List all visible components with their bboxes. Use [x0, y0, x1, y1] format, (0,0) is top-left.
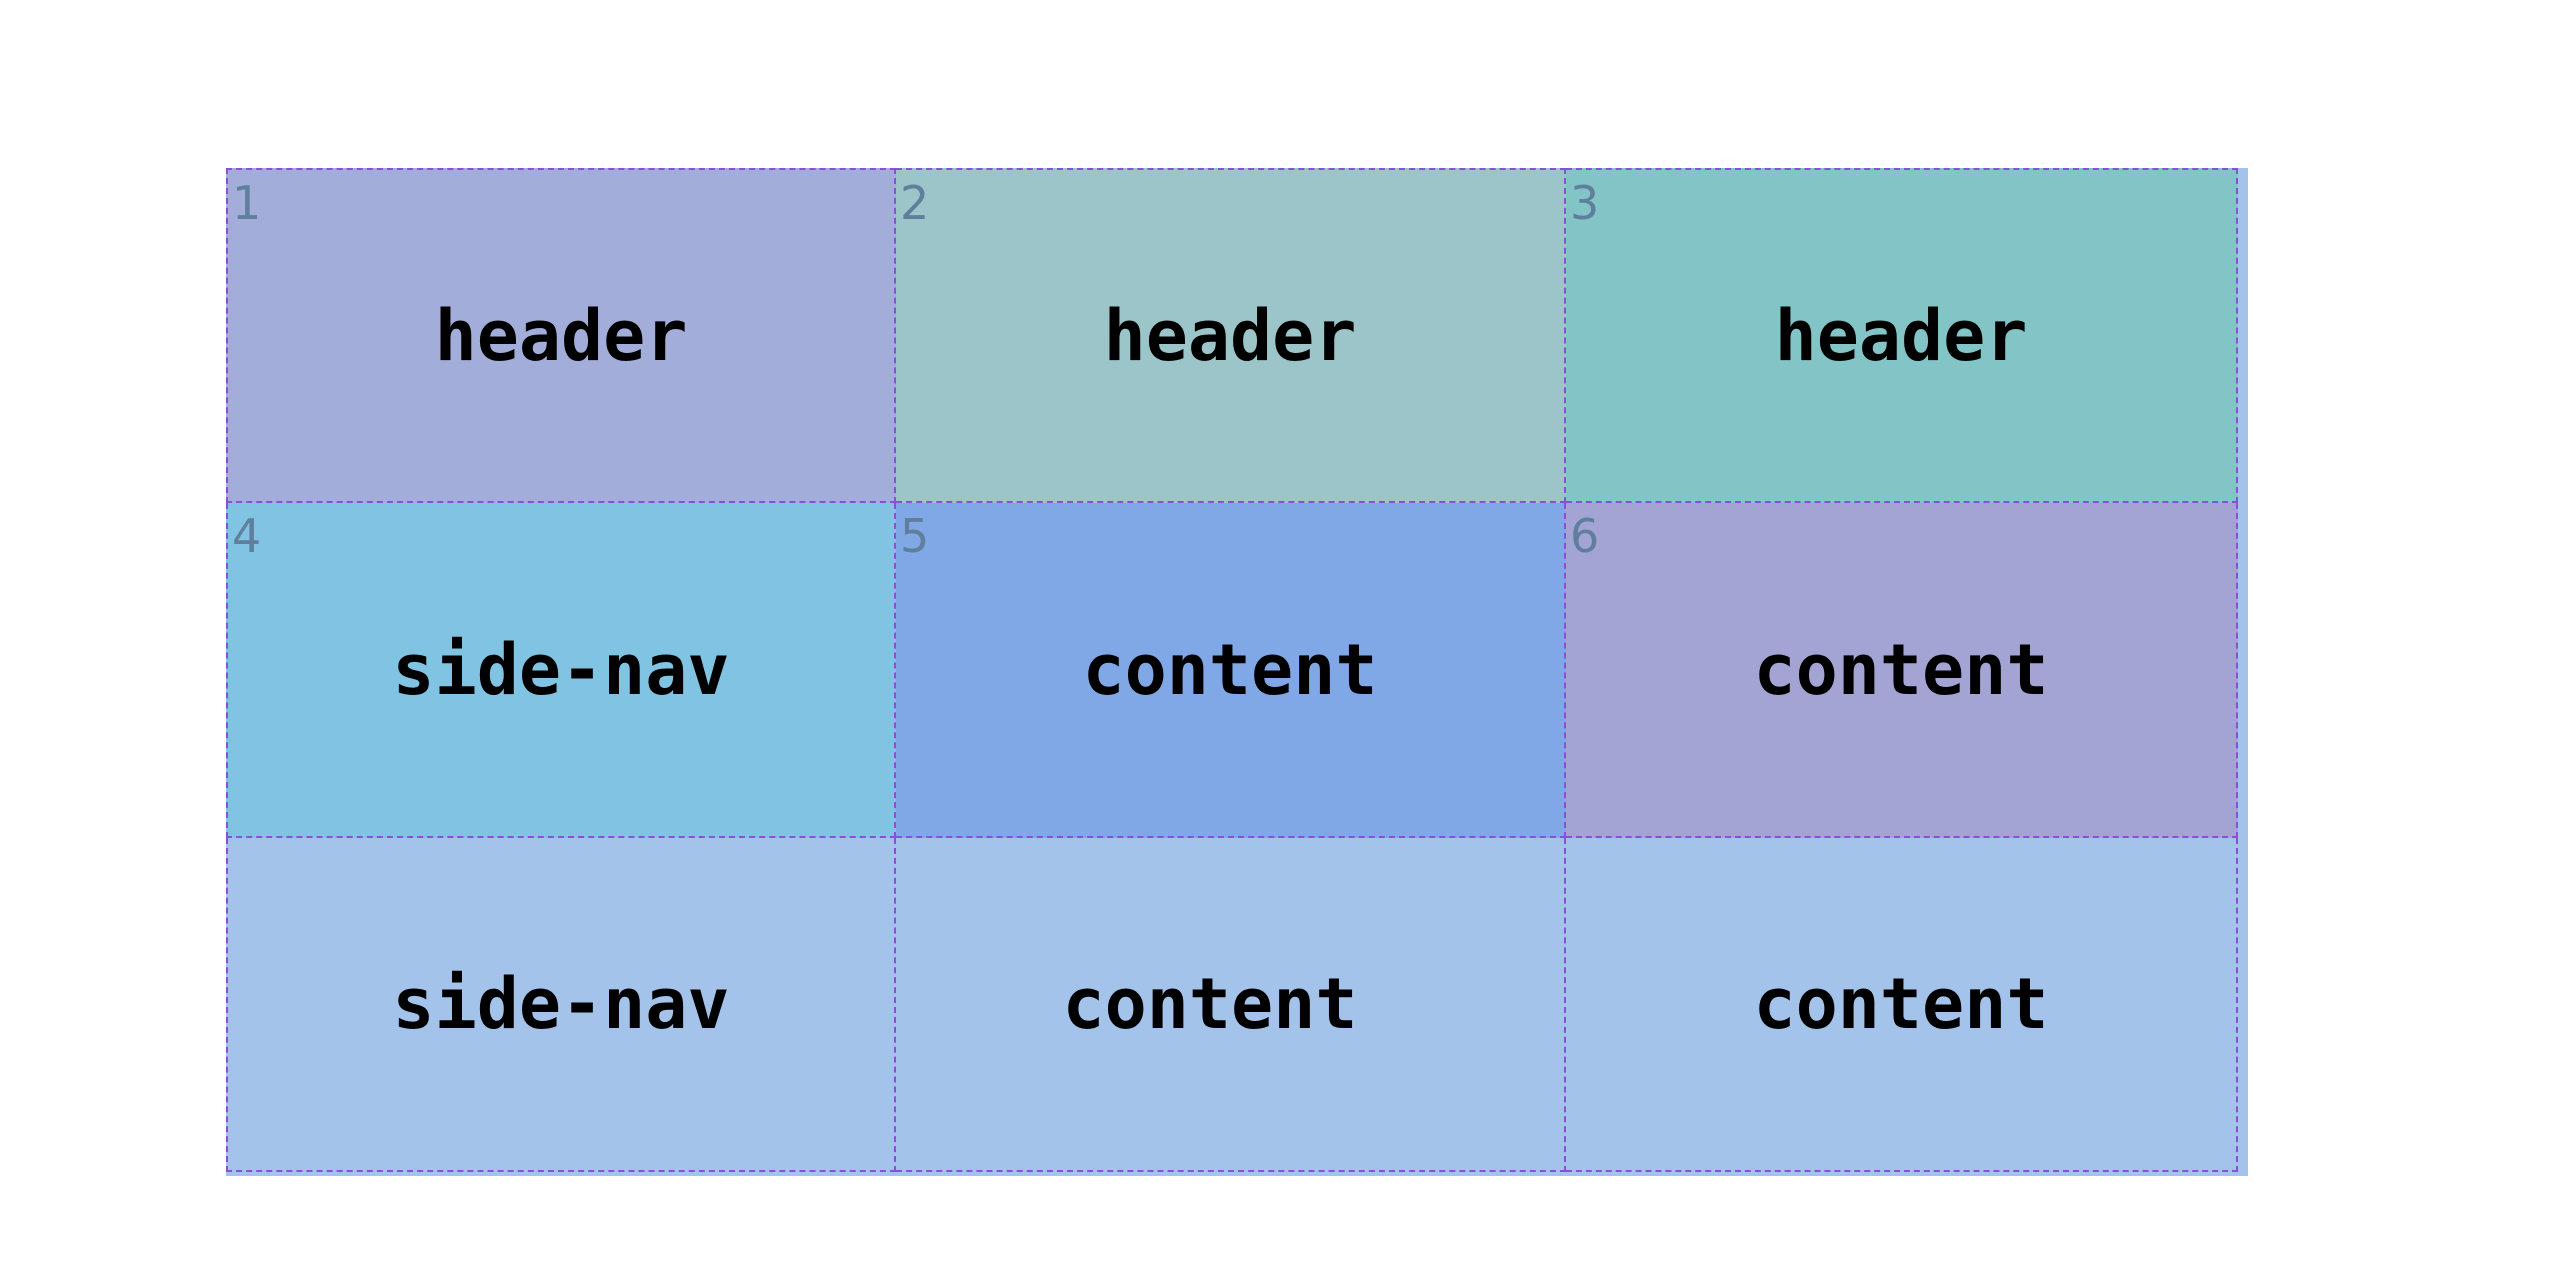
grid-cell-5: 5 content [896, 503, 1566, 838]
grid-area-label: header [434, 294, 688, 377]
grid-cell-4: 4 side-nav [226, 503, 896, 838]
grid-line-number: 3 [1570, 176, 1600, 230]
css-grid-diagram: 1 header 2 header 3 header 4 side-nav 5 … [226, 168, 2238, 1172]
grid-area-label: side-nav [392, 963, 730, 1045]
grid-area-label: content [1082, 628, 1378, 711]
grid-area-label: side-nav [392, 628, 730, 711]
grid-cell-1: 1 header [226, 168, 896, 503]
grid-line-number: 2 [900, 176, 930, 230]
grid-area-label: header [1774, 294, 2028, 377]
grid-cell-2: 2 header [896, 168, 1566, 503]
grid-cell-6: 6 content [1566, 503, 2238, 838]
grid-line-number: 6 [1570, 509, 1600, 563]
grid-cell-3: 3 header [1566, 168, 2238, 503]
grid-line-number: 1 [232, 176, 262, 230]
grid-line-number: 5 [900, 509, 930, 563]
grid-cell-7: side-nav [226, 838, 896, 1172]
grid-cell-9: content [1566, 838, 2238, 1172]
grid-area-label: content [1753, 963, 2049, 1045]
grid-area-label: content [1753, 628, 2049, 711]
grid-area-label: content [1062, 963, 1358, 1045]
grid-cell-8: content [896, 838, 1566, 1172]
grid-line-number: 4 [232, 509, 262, 563]
grid-area-label: header [1103, 294, 1357, 377]
